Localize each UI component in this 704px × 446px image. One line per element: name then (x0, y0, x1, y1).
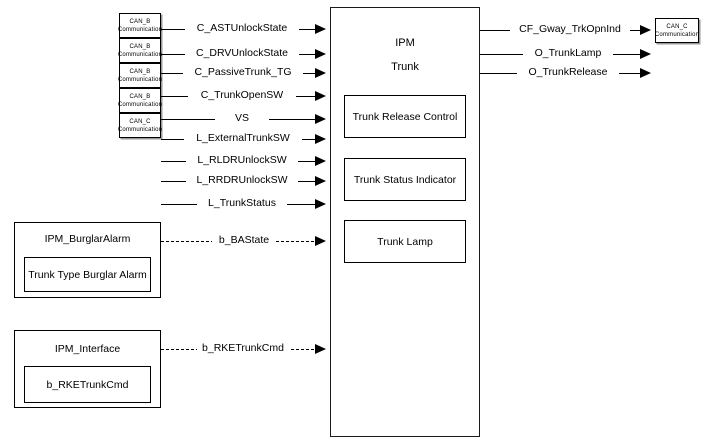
input-arrow-8 (315, 175, 326, 186)
input-label-3: C_PassiveTrunk_TG (183, 66, 303, 78)
sub-block-trunk-release-control[interactable]: Trunk Release Control (344, 95, 466, 138)
sub-block-trunk-lamp-label: Trunk Lamp (377, 235, 433, 248)
can-source-box-1-line2: Communication (117, 26, 163, 33)
output-label-2: O_TrunkLamp (523, 47, 613, 59)
input-arrow-5 (315, 113, 326, 124)
can-source-box-5[interactable]: CAN_C Communication (117, 113, 163, 138)
output-arrow-1 (640, 24, 651, 35)
can-sink-box[interactable]: CAN_C Communication (655, 18, 699, 43)
input-arrow-2 (315, 48, 326, 59)
output-label-3: O_TrunkRelease (517, 66, 619, 78)
can-source-box-4[interactable]: CAN_B Communication (117, 88, 163, 113)
can-source-box-3-line2: Communication (117, 76, 163, 83)
ipm-subtitle: Trunk (391, 61, 419, 73)
input-arrow-1 (315, 23, 326, 34)
ipm-title: IPM (395, 37, 415, 49)
can-source-box-2-line1: CAN_B (129, 43, 151, 50)
can-source-box-2-line2: Communication (117, 51, 163, 58)
input-arrow-7 (315, 155, 326, 166)
input-arrow-11 (315, 343, 326, 354)
can-source-box-3-line1: CAN_B (129, 68, 151, 75)
inner-block-trunk-type-burglar-alarm[interactable]: Trunk Type Burglar Alarm (24, 257, 151, 292)
input-label-5: VS (215, 112, 269, 124)
input-label-9: L_TrunkStatus (197, 197, 287, 209)
output-arrow-2 (640, 48, 651, 59)
can-sink-box-line2: Communication (654, 31, 700, 38)
inner-block-b-rketrunkcmd-label: b_RKETrunkCmd (46, 378, 129, 391)
inner-block-trunk-type-burglar-alarm-label: Trunk Type Burglar Alarm (28, 268, 147, 281)
input-label-8: L_RRDRUnlockSW (186, 174, 298, 186)
can-source-box-2[interactable]: CAN_B Communication (117, 38, 163, 63)
input-label-7: L_RLDRUnlockSW (186, 154, 298, 166)
can-source-box-3[interactable]: CAN_B Communication (117, 63, 163, 88)
inner-block-b-rketrunkcmd[interactable]: b_RKETrunkCmd (24, 366, 151, 403)
can-source-box-1[interactable]: CAN_B Communication (117, 13, 163, 38)
can-source-box-5-line1: CAN_C (129, 118, 151, 125)
input-label-10: b_BAState (212, 234, 276, 246)
can-source-box-4-line2: Communication (117, 101, 163, 108)
can-source-box-4-line1: CAN_B (129, 93, 151, 100)
can-source-box-1-line1: CAN_B (129, 18, 151, 25)
can-sink-box-line1: CAN_C (666, 23, 688, 30)
input-arrow-9 (315, 198, 326, 209)
input-arrow-4 (315, 90, 326, 101)
group-block-ipm-interface-title: IPM_Interface (54, 343, 121, 355)
input-label-6: L_ExternalTrunkSW (184, 132, 302, 144)
sub-block-trunk-status-indicator[interactable]: Trunk Status Indicator (344, 158, 466, 201)
input-label-4: C_TrunkOpenSW (188, 89, 296, 101)
output-label-1: CF_Gway_TrkOpnInd (510, 23, 630, 35)
output-arrow-3 (640, 67, 651, 78)
input-arrow-6 (315, 133, 326, 144)
group-block-ipm-burglaralarm-title: IPM_BurglarAlarm (44, 233, 131, 245)
sub-block-trunk-release-control-label: Trunk Release Control (352, 110, 458, 123)
sub-block-trunk-lamp[interactable]: Trunk Lamp (344, 220, 466, 263)
input-arrow-10 (315, 235, 326, 246)
input-label-2: C_DRVUnlockState (185, 47, 299, 59)
can-source-box-5-line2: Communication (117, 126, 163, 133)
input-label-1: C_ASTUnlockState (185, 22, 299, 34)
input-label-11: b_RKETrunkCmd (197, 342, 289, 354)
input-arrow-3 (315, 67, 326, 78)
sub-block-trunk-status-indicator-label: Trunk Status Indicator (353, 173, 457, 186)
